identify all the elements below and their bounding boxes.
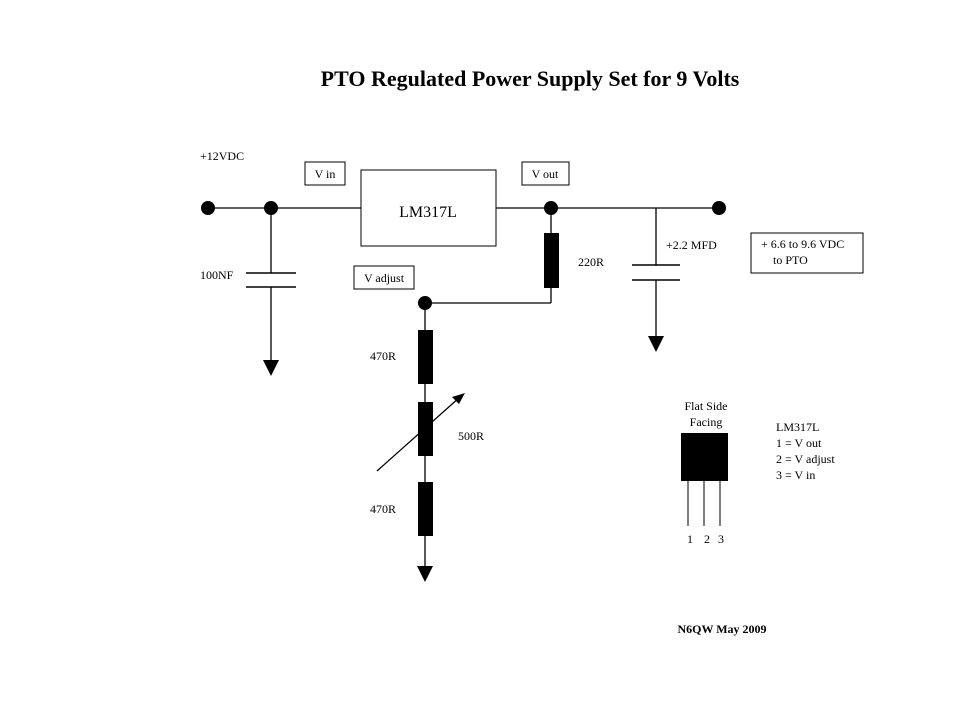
input-cap-label: 100NF — [200, 268, 234, 282]
ground-icon — [417, 566, 433, 582]
legend-line-2: 2 = V adjust — [776, 452, 835, 466]
arrowhead-icon — [452, 393, 465, 404]
legend-title: LM317L — [776, 420, 819, 434]
r-upper-label: 470R — [370, 349, 396, 363]
input-terminal — [201, 201, 215, 215]
input-capacitor — [246, 208, 296, 376]
legend-line-3: 3 = V in — [776, 468, 815, 482]
package-caption-1: Flat Side — [684, 399, 727, 413]
v-in-box — [304, 161, 346, 186]
package-body — [681, 433, 728, 481]
resistor-470r-upper — [418, 330, 433, 384]
v-out-box — [521, 161, 570, 186]
ground-icon — [648, 336, 664, 352]
pin-number-3: 3 — [718, 532, 724, 546]
v-in-label: V in — [315, 167, 336, 181]
r-lower-label: 470R — [370, 502, 396, 516]
pot-label: 500R — [458, 429, 484, 443]
potentiometer-500r — [418, 402, 433, 456]
output-range-box — [750, 232, 864, 274]
regulator-box — [360, 169, 497, 247]
adjust-divider — [376, 303, 465, 582]
v-out-label: V out — [532, 167, 559, 181]
v-adjust-label: V adjust — [364, 271, 405, 285]
diagram-title: PTO Regulated Power Supply Set for 9 Vol… — [321, 66, 740, 91]
input-voltage-label: +12VDC — [200, 149, 244, 163]
regulator-label: LM317L — [399, 204, 457, 221]
output-cap-label: +2.2 MFD — [666, 238, 717, 252]
output-range-line2: to PTO — [773, 253, 808, 267]
pin-number-1: 1 — [687, 532, 693, 546]
output-capacitor — [632, 208, 680, 352]
v-adjust-box — [353, 265, 415, 290]
legend-line-1: 1 = V out — [776, 436, 822, 450]
r-top-label: 220R — [578, 255, 604, 269]
output-range-line1: + 6.6 to 9.6 VDC — [761, 237, 844, 251]
variable-arrow-icon — [376, 396, 461, 472]
resistor-470r-lower — [418, 482, 433, 536]
output-terminal — [712, 201, 726, 215]
package-caption-2: Facing — [690, 415, 723, 429]
ground-icon — [263, 360, 279, 376]
resistor-220r — [425, 208, 559, 304]
pin-number-2: 2 — [704, 532, 710, 546]
credit: N6QW May 2009 — [677, 622, 766, 636]
